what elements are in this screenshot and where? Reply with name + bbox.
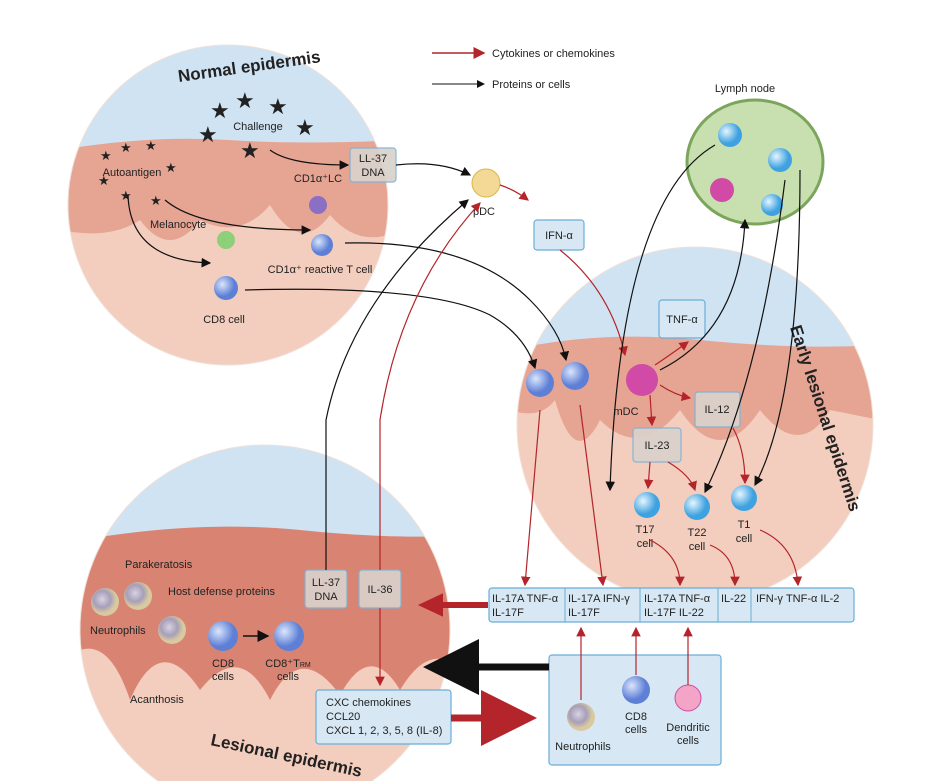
neutrophil-3 <box>158 616 186 644</box>
svg-text:★: ★ <box>235 88 255 113</box>
cell-tc1-row1: IFN-γ TNF-α IL-2 <box>756 593 839 605</box>
ifn-alpha-box <box>533 219 585 251</box>
svg-text:★: ★ <box>145 138 157 153</box>
t1-cell-label: cell <box>736 533 753 545</box>
parakeratosis-label: Parakeratosis <box>125 559 193 571</box>
lymph-node-label: Lymph node <box>715 83 775 95</box>
recruited-dendritic-label: Dendritic <box>666 722 710 734</box>
cd1a-lc-label: CD1α⁺LC <box>294 173 342 185</box>
cd8trm-label: CD8⁺TRM <box>265 658 311 670</box>
cell-t17-row2: IL-17F IL-22 <box>644 607 704 619</box>
cd1a-t-cell <box>311 234 333 256</box>
t17-label: T17 <box>636 524 655 536</box>
autoantigen-label: Autoantigen <box>103 167 162 179</box>
ll37-lesional-label: LL-37 <box>312 577 340 589</box>
lesional-outline <box>79 444 451 781</box>
il36-label: IL-36 <box>367 584 392 596</box>
cell-t2-row2: IL-17F <box>568 607 600 619</box>
cd1a-t-label: CD1α⁺ reactive T cell <box>268 264 373 276</box>
legend-cytokines: Cytokines or chemokines <box>492 48 615 60</box>
recruited-neutrophils-label: Neutrophils <box>555 741 611 753</box>
dna-label: DNA <box>361 167 385 179</box>
acanthosis-label: Acanthosis <box>130 694 184 706</box>
t-cell-early-2 <box>561 362 589 390</box>
il23-label: IL-23 <box>644 440 669 452</box>
t1-cell <box>731 485 757 511</box>
cd8trm-cells: cells <box>277 671 300 683</box>
cd8-label: CD8 cell <box>203 314 245 326</box>
t17-cell-label: cell <box>637 538 654 550</box>
svg-text:★: ★ <box>295 115 315 140</box>
recruited-neutrophil <box>567 703 595 731</box>
host-defense-label: Host defense proteins <box>168 586 276 598</box>
recruited-cd8-cells: cells <box>625 724 648 736</box>
big-arrow-cytokines-to-lesional <box>417 593 488 617</box>
svg-text:★: ★ <box>240 138 260 163</box>
challenge-stars: ★★★★★★ ★★★★★★★ <box>98 88 315 208</box>
cd8-lesional-label: CD8 <box>212 658 234 670</box>
t22-cell <box>684 494 710 520</box>
melanocyte-cell <box>217 231 235 249</box>
normal-epidermis-panel <box>68 45 388 365</box>
svg-text:★: ★ <box>98 173 110 188</box>
cell-t17-row1: IL-17A TNF-α <box>644 593 711 605</box>
recruited-dendritic <box>674 684 702 712</box>
neutrophil-2 <box>124 582 152 610</box>
recruited-dendritic-cells: cells <box>677 735 700 747</box>
svg-text:★: ★ <box>165 160 177 175</box>
cell-t1-row1: IL-17A TNF-α <box>492 593 559 605</box>
svg-text:★: ★ <box>120 140 132 155</box>
ll37-label: LL-37 <box>359 153 387 165</box>
ifn-alpha-label: IFN-α <box>545 230 573 242</box>
cell-t22-row1: IL-22 <box>721 593 746 605</box>
chemokines-line3: CXCL 1, 2, 3, 5, 8 (IL-8) <box>326 725 442 737</box>
t-cell-early-1 <box>526 369 554 397</box>
recruited-cd8-label: CD8 <box>625 711 647 723</box>
svg-text:★: ★ <box>100 148 112 163</box>
melanocyte-label: Melanocyte <box>150 219 206 231</box>
t22-cell-label: cell <box>689 541 706 553</box>
chemokines-line2: CCL20 <box>326 711 360 723</box>
recruited-cells-box <box>548 654 722 766</box>
legend-proteins: Proteins or cells <box>492 79 571 91</box>
cd8-lesional-cells: cells <box>212 671 235 683</box>
challenge-label: Challenge <box>233 121 283 133</box>
il23-box <box>632 427 682 463</box>
il12-box <box>694 391 741 428</box>
svg-text:★: ★ <box>210 98 230 123</box>
dna-lesional-label: DNA <box>314 591 338 603</box>
pdc-cell <box>471 168 501 198</box>
neutrophil-1 <box>91 588 119 616</box>
recruited-cd8 <box>622 676 650 704</box>
lymph-node <box>685 98 825 226</box>
t1-label: T1 <box>738 519 751 531</box>
mdc-cell <box>626 364 658 396</box>
svg-text:★: ★ <box>150 193 162 208</box>
svg-text:★: ★ <box>268 94 288 119</box>
il12-label: IL-12 <box>704 404 729 416</box>
t22-label: T22 <box>688 527 707 539</box>
cd8-cell-lesional <box>208 621 238 651</box>
normal-epidermis-outline <box>67 44 389 366</box>
langerhans-cell <box>309 196 327 214</box>
t17-cell <box>634 492 660 518</box>
arrows <box>127 144 803 700</box>
tnf-box <box>658 299 706 339</box>
cd8-trm-cell <box>274 621 304 651</box>
svg-text:★: ★ <box>120 188 132 203</box>
cell-t2-row1: IL-17A IFN-γ <box>568 593 630 605</box>
mdc-label: mDC <box>613 406 638 418</box>
neutrophils-label: Neutrophils <box>90 625 146 637</box>
svg-text:★: ★ <box>198 122 218 147</box>
tnf-label: TNF-α <box>666 314 698 326</box>
cd8-cell-normal <box>214 276 238 300</box>
chemokines-line1: CXC chemokines <box>326 697 411 709</box>
cytokine-table: IL-17A TNF-α IL-17F IL-17A IFN-γ IL-17F … <box>488 587 855 623</box>
cell-t1-row2: IL-17F <box>492 607 524 619</box>
